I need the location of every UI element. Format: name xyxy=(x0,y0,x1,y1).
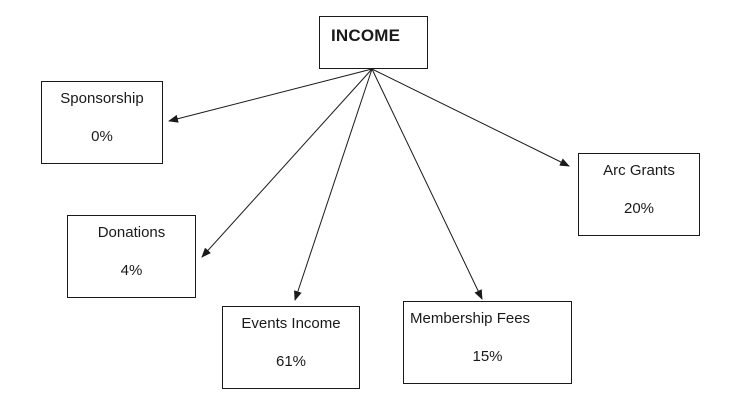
sponsorship-percentage: 0% xyxy=(91,128,113,145)
events-income-percentage: 61% xyxy=(275,353,307,370)
income-title: INCOME xyxy=(331,26,401,45)
events-income-label: Events Income xyxy=(241,315,341,332)
membership-fees-percentage: 15% xyxy=(472,348,503,365)
donations-percentage: 4% xyxy=(120,262,143,279)
arc-grants-percentage: 20% xyxy=(623,200,655,217)
membership-fees-node: Membership Fees 15% xyxy=(403,301,572,384)
arrow-to-sponsorship xyxy=(168,68,373,123)
donations-label: Donations xyxy=(97,224,166,241)
arrow-to-membership-fees xyxy=(371,68,483,300)
membership-fees-label: Membership Fees xyxy=(410,310,531,327)
arc-grants-node: Arc Grants 20% xyxy=(578,153,700,236)
income-root-node: INCOME xyxy=(319,16,428,69)
sponsorship-label: Sponsorship xyxy=(60,90,144,107)
arrow-to-arc-grants xyxy=(371,68,570,167)
arrow-to-donations xyxy=(201,68,373,258)
events-income-node: Events Income 61% xyxy=(222,306,360,389)
arc-grants-label: Arc Grants xyxy=(603,162,675,179)
arrow-to-events-income xyxy=(294,68,373,301)
sponsorship-node: Sponsorship 0% xyxy=(41,81,163,164)
donations-node: Donations 4% xyxy=(67,215,196,298)
